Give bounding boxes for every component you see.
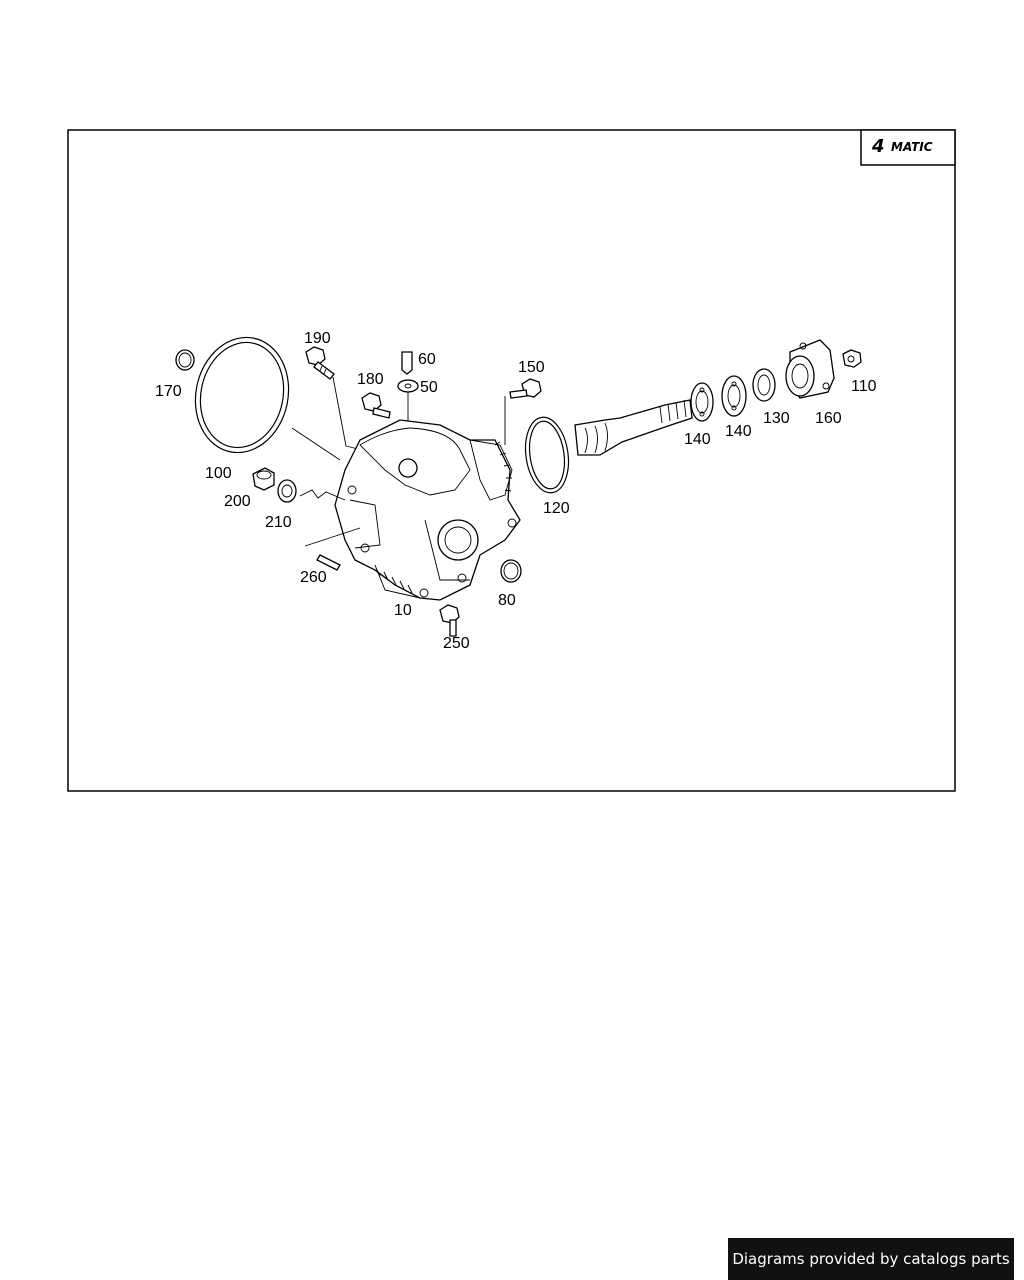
seal-130-part	[752, 368, 776, 402]
callout-260: 260	[300, 569, 327, 586]
plug-200-part	[252, 467, 275, 491]
footer-credit: Diagrams provided by catalogs parts	[728, 1238, 1014, 1280]
bolt-150-part	[509, 378, 542, 399]
bolt-190-part	[305, 346, 335, 380]
callout-150: 150	[518, 359, 545, 376]
pinion-shaft-part	[574, 399, 693, 456]
seal-ring-210-part	[277, 479, 297, 503]
callout-180: 180	[357, 371, 384, 388]
bearing-140b-part	[721, 375, 747, 417]
callout-140b: 140	[725, 423, 752, 440]
callout-140a: 140	[684, 431, 711, 448]
washer-50-part	[397, 379, 419, 393]
callout-200: 200	[224, 493, 251, 510]
callout-130: 130	[763, 410, 790, 427]
pin-60-part	[401, 351, 413, 375]
housing-10-part	[334, 419, 521, 601]
callout-250: 250	[443, 635, 470, 652]
footer-credit-text: Diagrams provided by catalogs parts	[732, 1250, 1010, 1268]
callout-210: 210	[265, 514, 292, 531]
seal-ring-100-part	[194, 336, 290, 454]
bearing-140a-part	[690, 382, 714, 422]
callout-80: 80	[498, 592, 516, 609]
4matic-badge: 4 MATIC	[860, 129, 956, 166]
badge-text: MATIC	[891, 140, 933, 154]
o-ring-120-part	[524, 416, 570, 494]
callout-120: 120	[543, 500, 570, 517]
diagram-frame	[67, 129, 956, 792]
o-ring-80-part	[500, 559, 522, 583]
callout-10: 10	[394, 602, 412, 619]
callout-190: 190	[304, 330, 331, 347]
callout-160: 160	[815, 410, 842, 427]
badge-number: 4	[871, 136, 885, 157]
dowel-pin-260-part	[316, 554, 341, 571]
bolt-180-part	[361, 392, 391, 419]
flange-160-part	[785, 339, 835, 399]
bolt-250-part	[439, 604, 460, 637]
nut-110-part	[842, 349, 862, 368]
callout-110: 110	[851, 378, 877, 395]
callout-50: 50	[420, 379, 438, 396]
callout-170: 170	[155, 383, 182, 400]
callout-60: 60	[418, 351, 436, 368]
callout-100: 100	[205, 465, 232, 482]
